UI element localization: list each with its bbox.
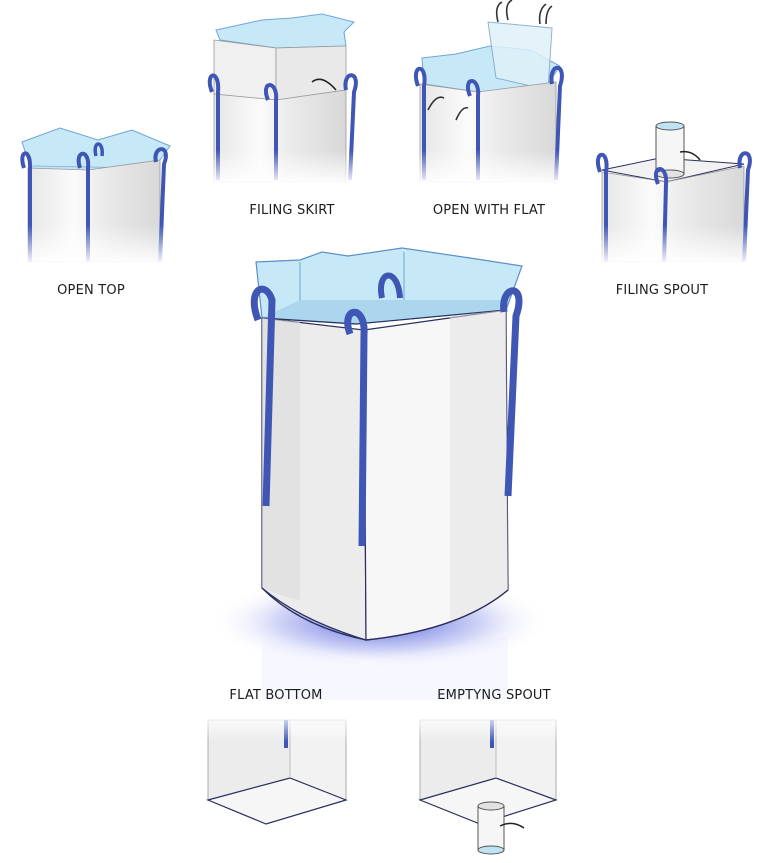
loop-icon [153,147,168,263]
filing-spout-tube [655,121,701,179]
flat-bottom-bag [200,712,360,825]
loop-icon [377,272,403,299]
loop-icon [500,287,523,497]
label-open-top: OPEN TOP [57,283,125,298]
loop-icon [76,151,91,262]
main-bag [210,247,550,700]
loop-icon [250,285,276,507]
loop-icon [737,151,752,263]
flat-bottom-panel [206,777,348,825]
emptying-spout-bag [412,712,572,855]
label-filing-spout: FILING SPOUT [615,283,709,298]
loop-icon [344,308,368,547]
loop-icon [343,73,358,181]
loop-icon [93,142,104,157]
loop-icon [264,83,279,180]
loop-icon [20,151,32,262]
filing-spout-bag [592,121,757,265]
filing-skirt-bag [205,13,360,185]
loop-icon [413,66,427,180]
loop-icon [549,65,564,181]
label-emptying-spout: EMPTYNG SPOUT [437,688,551,703]
loop-icon [654,167,669,263]
label-flat-bottom: FLAT BOTTOM [229,688,323,703]
open-top-bag [20,127,171,265]
loop-icon [207,73,221,180]
loop-icon [466,79,481,180]
open-with-flat-bag [410,0,570,185]
emptying-spout-tube [477,801,525,855]
label-filing-skirt: FILING SKIRT [249,203,335,218]
label-open-with-flat: OPEN WITH FLAT [432,203,546,218]
loop-icon [595,152,609,262]
